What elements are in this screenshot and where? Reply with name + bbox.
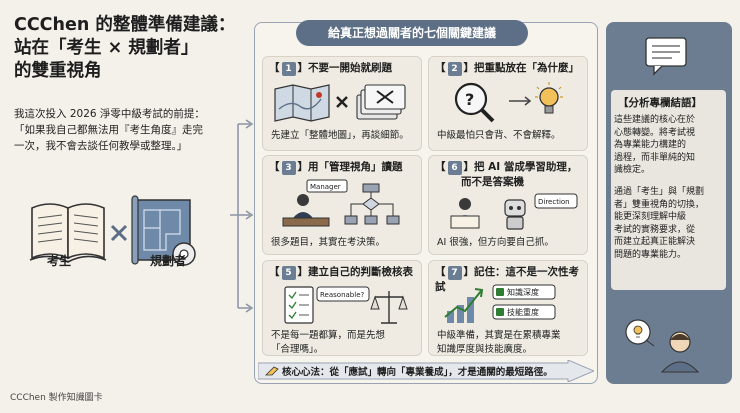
card-7-badge-2: 技能重度 [507,307,539,317]
card-2-text: 中級最怕只會背、不會解釋。 [437,130,561,141]
growth-chart-icon: 知識深度 技能重度 [444,284,556,323]
card-6-tag: Direction [538,198,570,206]
bracket-connector [230,119,254,313]
advice-card-7: 【7】記住：這不是一次性考試 知識深度 技能重度 中級準備，其實是在累積專業知識… [428,260,588,356]
card-6-label: 把 AI 當成學習助理， [474,161,578,173]
ai-assistant-icon: Direction [450,193,578,230]
side-para2-line: 者」雙重視角的切換， [614,199,705,210]
title-line-1: CCChen 的整體準備建議： [14,15,236,35]
card-1-title: 【1】不要一開始就刷題 [269,62,392,76]
role-planner: 規劃者 [150,254,187,268]
svg-text:?: ? [465,90,474,109]
card-2-number: 2 [447,62,462,76]
card-3-number: 3 [281,161,296,175]
thinker-icon [625,319,700,373]
speech-bubble-icon [645,37,687,76]
question-bulb-icon: ? [454,82,563,123]
card-7-text: 中級準備，其實是在累積專業知識厚度與技能廣度。 [437,329,561,357]
card-7-badge-1: 知識深度 [507,287,539,297]
side-para1-line: 心態轉變。將考試視 [614,127,696,138]
role-student: 考生 [47,254,72,268]
advice-card-6: 【6】把 AI 當成學習助理，而不是答案機 Direction AI 很強，但方… [428,155,588,255]
title-line-2: 站在「考生 × 規劃者」 [14,38,199,58]
side-para2-line: 通過「考生」與「規劃 [614,187,705,197]
advice-card-2: 【2】把重點放在「為什麼」 ? 中級最怕只會背、不會解釋。 [428,56,588,151]
card-6-title: 【6】把 AI 當成學習助理，而不是答案機 [435,161,578,188]
advice-card-5: 【5】建立自己的判斷檢核表 Reasonable? 不是每一題都算，而是先想「合… [262,260,422,356]
card-5-tag: Reasonable? [320,291,364,299]
side-paragraph-1: 這些建議的核心在於 心態轉變。將考試視 為專業能力構建的 過程，而非單純的知 識… [614,114,726,177]
card-7-number: 7 [447,266,462,280]
side-para1-line: 為專業能力構建的 [614,140,687,150]
panel-title: 給真正想過關者的七個關鍵建議 [296,20,528,46]
blueprint-icon [131,195,196,266]
advice-card-1: 【1】不要一開始就刷題 先建立「整體地圖」，再談細節。 [262,56,422,151]
card-6-label-2: 而不是答案機 [461,176,524,188]
card-3-tag: Manager [310,183,341,191]
manager-flowchart-icon: Manager [282,179,400,227]
intro-line-1: 我這次投入 2026 淨零中級考試的前提： [14,108,205,120]
card-7-text-line-2: 知識厚度與技能廣度。 [437,344,533,355]
card-1-text: 先建立「整體地圖」，再談細節。 [271,130,409,141]
card-5-text: 不是每一題都算，而是先想「合理嗎」。 [271,329,385,357]
card-7-title: 【7】記住：這不是一次性考試 [435,266,579,293]
intro-line-3: 一次，我不會去談任何教學或整理。」 [14,140,188,152]
card-5-title: 【5】建立自己的判斷檢核表 [269,266,413,280]
core-message: 核心心法：從「應試」轉向「專業養成」，才是通關的最短路徑。 [282,367,553,378]
advice-card-3: 【3】用「管理視角」讀題 Manager 很多題目，其實在考決策。 [262,155,422,255]
checklist-scale-icon: Reasonable? [284,286,408,324]
side-conclusion-box [611,90,726,290]
card-5-text-line-1: 不是每一題都算，而是先想 [271,330,386,341]
card-3-label: 用「管理視角」讀題 [308,161,403,173]
footer-credit: CCChen 製作知識圖卡 [10,393,103,403]
card-6-text: AI 很強，但方向要自己抓。 [437,237,554,248]
card-6-number: 6 [447,161,462,175]
side-para1-line: 這些建議的核心在於 [614,115,696,125]
core-message-arrow [258,360,594,382]
card-2-title: 【2】把重點放在「為什麼」 [435,62,579,76]
side-para2-line: 問題的專業能力。 [614,249,687,260]
side-para2-line: 而建立起真正能解決 [614,237,696,247]
map-cards-icon [274,84,406,122]
side-para2-line: 能更深刻理解中級 [614,212,687,222]
side-paragraph-2: 通過「考生」與「規劃 者」雙重視角的切換， 能更深刻理解中級 考試的實務要求，從… [614,186,726,261]
cross-icon [110,224,128,242]
title-line-3: 的雙重視角 [14,61,102,81]
card-5-number: 5 [281,266,296,280]
hand-icon [265,366,279,376]
side-title: 【分析專欄結語】 [618,97,702,109]
intro-line-2: 「如果我自己都無法用『考生角度』走完 [14,124,203,136]
side-para2-line: 考試的實務要求，從 [614,224,696,235]
student-planner-illustration [29,195,196,266]
intro-text: 我這次投入 2026 淨零中級考試的前提： 「如果我自己都無法用『考生角度』走完… [14,106,240,154]
card-7-text-line-1: 中級準備，其實是在累積專業 [437,330,561,341]
side-para1-line: 識檢定。 [614,165,651,175]
card-2-label: 把重點放在「為什麼」 [474,62,579,74]
card-5-text-line-2: 「合理嗎」。 [271,344,324,355]
card-5-label: 建立自己的判斷檢核表 [308,266,413,278]
card-1-number: 1 [281,62,296,76]
card-1-label: 不要一開始就刷題 [308,62,392,74]
card-3-title: 【3】用「管理視角」讀題 [269,161,403,175]
card-3-text: 很多題目，其實在考決策。 [271,237,386,248]
card-7-label: 記住：這不是一次性考試 [435,266,579,293]
main-title: CCChen 的整體準備建議： 站在「考生 × 規劃者」 的雙重視角 [14,14,249,83]
book-icon [29,203,107,263]
side-para1-line: 過程，而非單純的知 [614,152,696,163]
